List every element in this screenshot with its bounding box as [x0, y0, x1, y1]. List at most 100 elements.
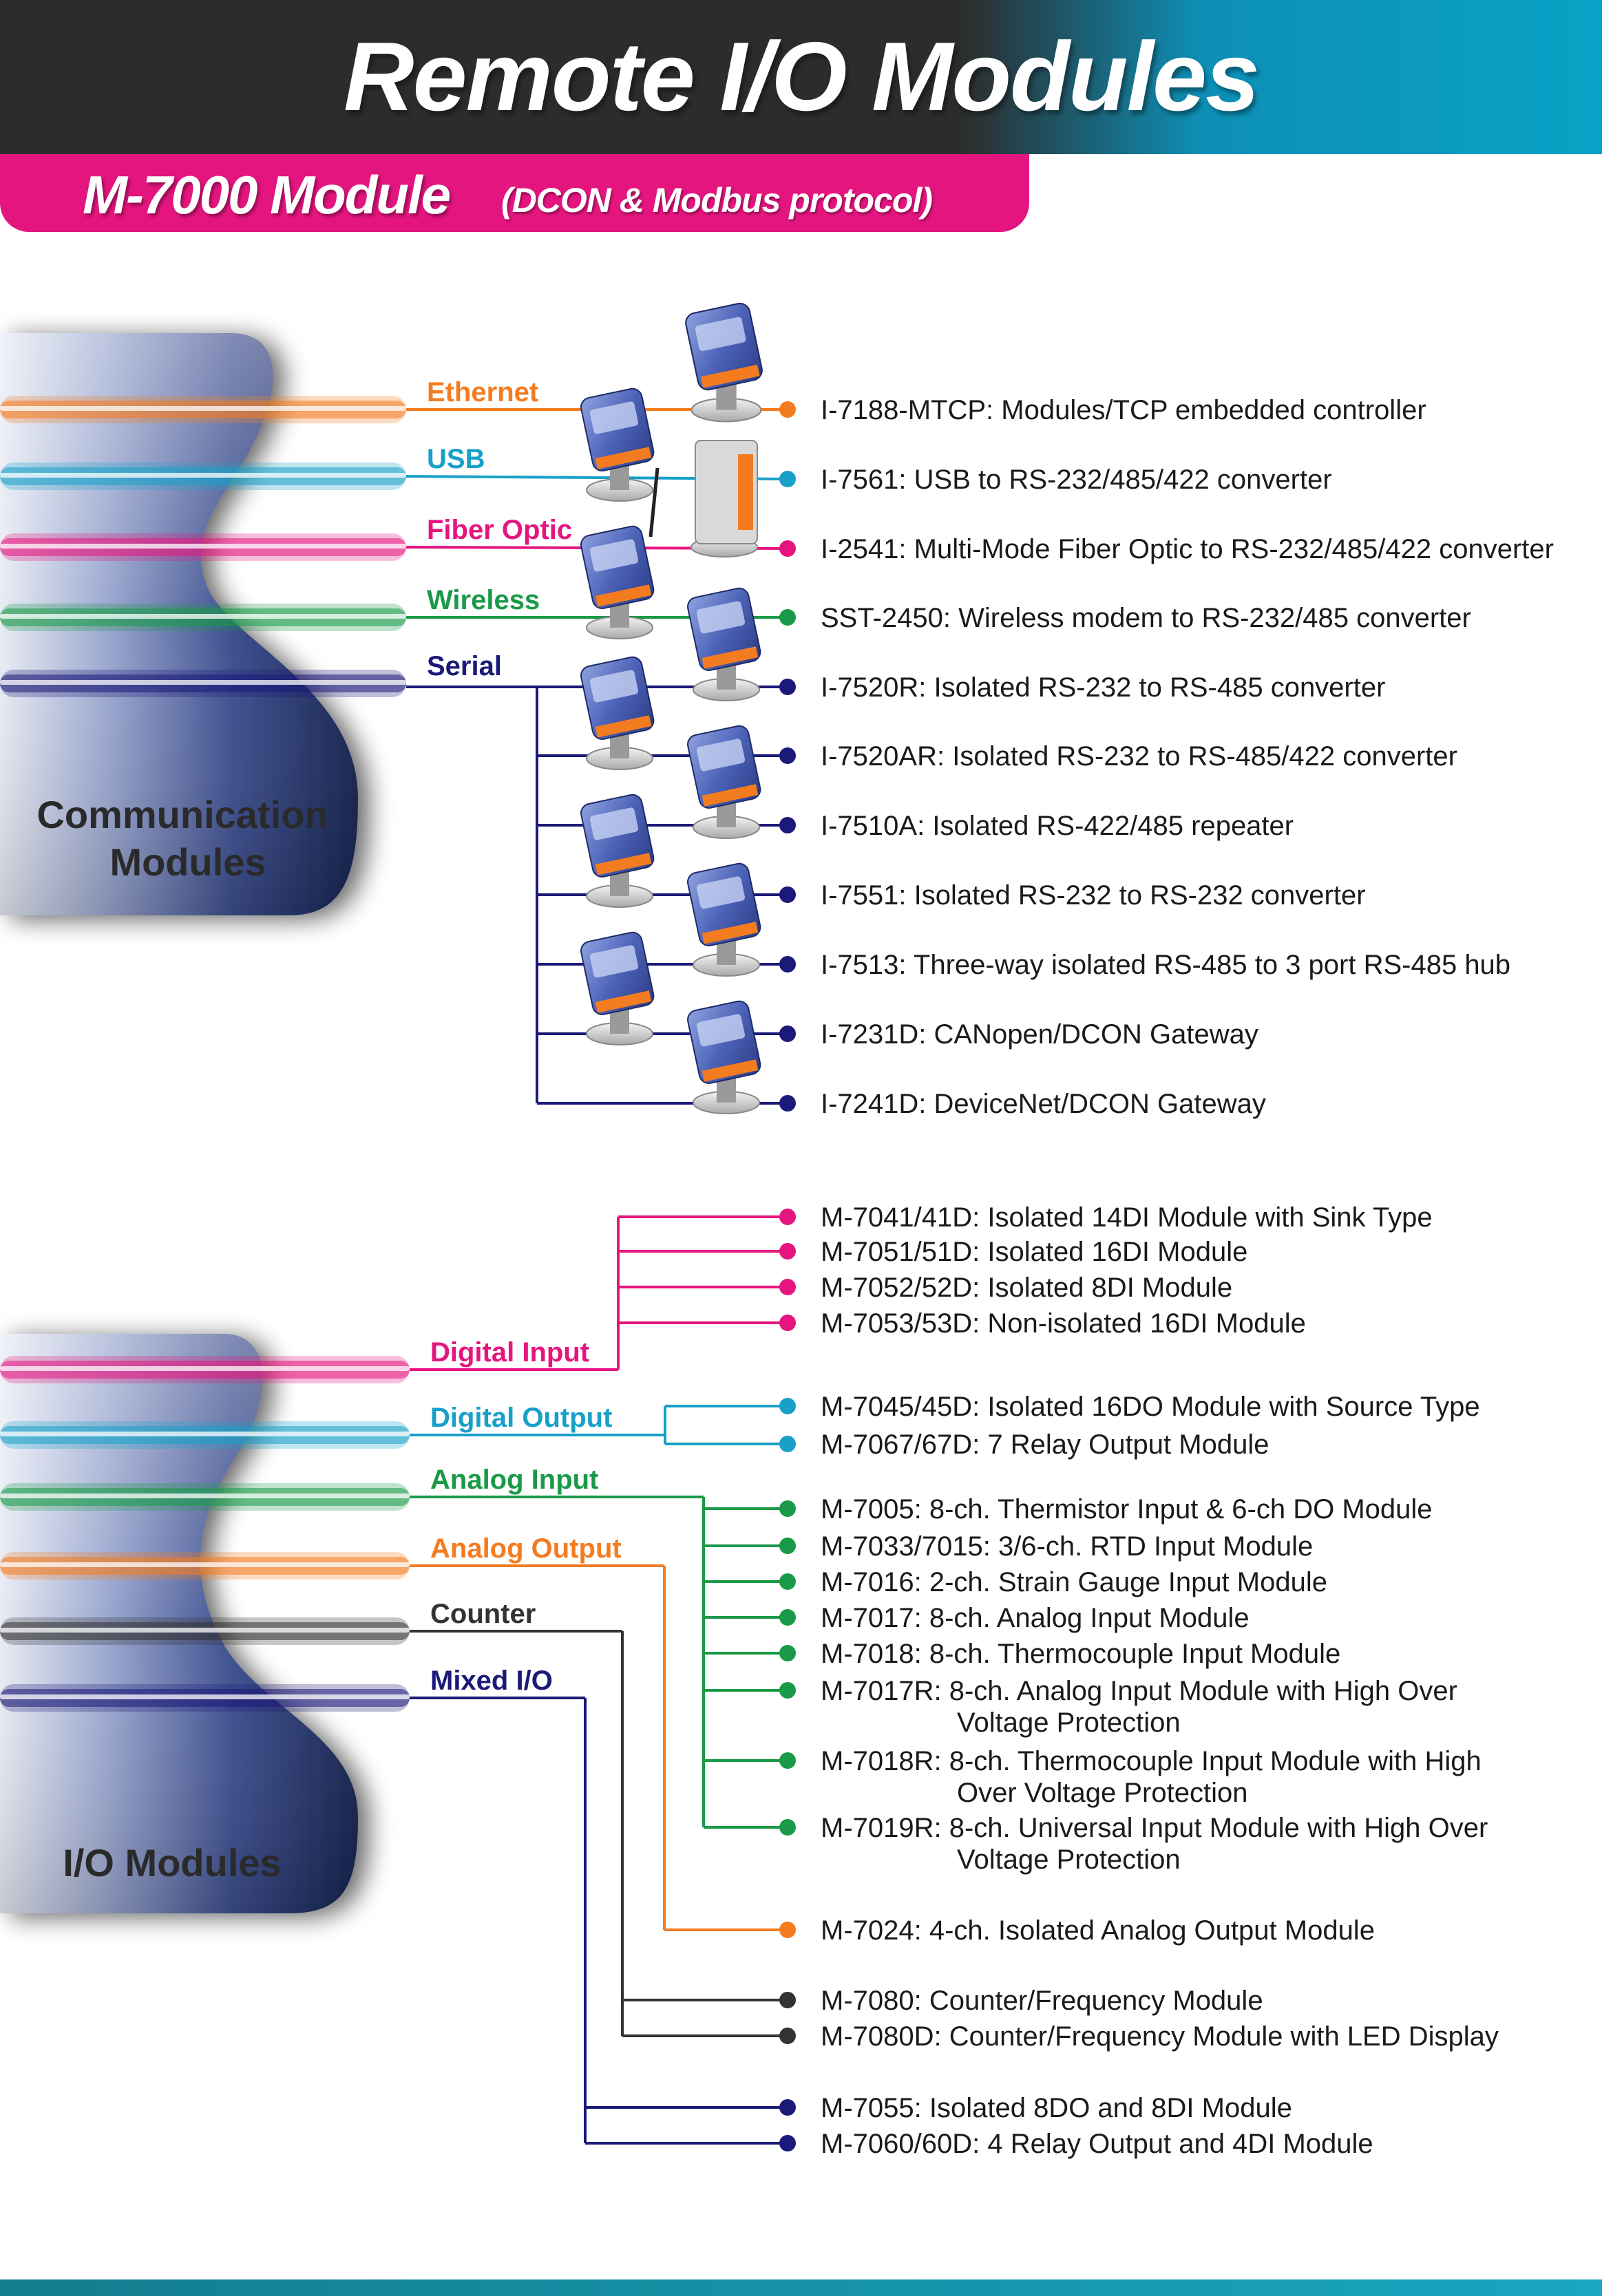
- comm-item-bullet: [779, 679, 796, 695]
- header-banner: [0, 0, 1602, 154]
- comm-item-bullet: [779, 1025, 796, 1042]
- io-item-bullet: [779, 2135, 796, 2151]
- pipe-counter: [0, 1617, 410, 1645]
- device-i-7551: [687, 862, 761, 977]
- antenna-icon: [649, 467, 660, 538]
- io-item-5: M-7067/67D: 7 Relay Output Module: [821, 1429, 1269, 1460]
- subtitle-protocol: (DCON & Modbus protocol): [501, 181, 933, 220]
- communication-item-9: I-7231D: CANopen/DCON Gateway: [821, 1019, 1258, 1050]
- communication-item-0: I-7188-MTCP: Modules/TCP embedded contro…: [821, 395, 1426, 425]
- io-item-bullet: [779, 1645, 796, 1661]
- io-item-bullet: [779, 1922, 796, 1938]
- io-item-4: M-7045/45D: Isolated 16DO Module with So…: [821, 1392, 1480, 1422]
- comm-item-bullet: [779, 540, 796, 557]
- comm-item-bullet: [779, 471, 796, 487]
- io-item-3: M-7053/53D: Non-isolated 16DI Module: [821, 1308, 1306, 1339]
- communication-item-10: I-7241D: DeviceNet/DCON Gateway: [821, 1089, 1266, 1119]
- comm-item-bullet: [779, 609, 796, 626]
- comm-item-bullet: [779, 956, 796, 972]
- footer-bar: [0, 2279, 1602, 2296]
- io-item-16: M-7080D: Counter/Frequency Module with L…: [821, 2021, 1499, 2052]
- pipe-wireless: [0, 604, 406, 631]
- communication-item-4: I-7520R: Isolated RS-232 to RS-485 conve…: [821, 672, 1385, 703]
- io-item-13-line2: Voltage Protection: [957, 1845, 1181, 1875]
- io-item-bullet: [779, 1538, 796, 1554]
- device-sst-2450: [687, 587, 761, 701]
- io-item-bullet: [779, 1315, 796, 1331]
- pipe-analog-input: [0, 1483, 410, 1511]
- io-item-1: M-7051/51D: Isolated 16DI Module: [821, 1237, 1247, 1267]
- device-i-7510a: [580, 794, 655, 908]
- subtitle-banner: [0, 154, 1029, 232]
- communication-item-3: SST-2450: Wireless modem to RS-232/485 c…: [821, 603, 1471, 633]
- io-item-bullet: [779, 1992, 796, 2008]
- communication-item-8: I-7513: Three-way isolated RS-485 to 3 p…: [821, 950, 1510, 980]
- comm-item-bullet: [779, 1095, 796, 1112]
- io-item-bullet: [779, 2099, 796, 2116]
- subtitle-main: M-7000 Module: [83, 164, 451, 225]
- io-item-0: M-7041/41D: Isolated 14DI Module with Si…: [821, 1202, 1433, 1233]
- io-item-7: M-7033/7015: 3/6-ch. RTD Input Module: [821, 1531, 1313, 1562]
- pipe-mixed-io: [0, 1684, 410, 1712]
- io-item-bullet: [779, 1609, 796, 1626]
- io-item-bullet: [779, 2028, 796, 2044]
- communication-label-line2: Modules: [109, 840, 266, 884]
- io-item-12-line2: Over Voltage Protection: [957, 1778, 1247, 1808]
- io-item-9: M-7017: 8-ch. Analog Input Module: [821, 1603, 1250, 1633]
- category-fiber-optic: Fiber Optic: [427, 515, 572, 545]
- comm-item-bullet: [779, 747, 796, 764]
- device-i-7231d: [687, 1000, 761, 1114]
- device-i-7513: [580, 931, 655, 1045]
- category-wireless: Wireless: [427, 585, 540, 615]
- device-images: [580, 302, 763, 1114]
- io-item-bullet: [779, 1209, 796, 1225]
- pipe-analog-output: [0, 1552, 410, 1580]
- device-i-7520r: [580, 656, 655, 770]
- category-serial: Serial: [427, 651, 502, 681]
- pipe-usb: [0, 463, 406, 490]
- communication-item-2: I-2541: Multi-Mode Fiber Optic to RS-232…: [821, 534, 1554, 564]
- io-item-14: M-7024: 4-ch. Isolated Analog Output Mod…: [821, 1915, 1375, 1946]
- io-item-18: M-7060/60D: 4 Relay Output and 4DI Modul…: [821, 2129, 1373, 2159]
- io-item-bullet: [779, 1752, 796, 1769]
- communication-item-7: I-7551: Isolated RS-232 to RS-232 conver…: [821, 880, 1366, 911]
- comm-item-bullet: [779, 401, 796, 418]
- device-wireless-module: [580, 525, 655, 639]
- io-item-11: M-7017R: 8-ch. Analog Input Module with …: [821, 1676, 1457, 1706]
- communication-label: Communication: [36, 793, 328, 836]
- io-item-bullet: [779, 1279, 796, 1295]
- device-i-7561: [691, 440, 758, 557]
- comm-item-bullet: [779, 817, 796, 833]
- io-item-17: M-7055: Isolated 8DO and 8DI Module: [821, 2093, 1292, 2123]
- io-modules-label: I/O Modules: [63, 1841, 281, 1884]
- io-item-15: M-7080: Counter/Frequency Module: [821, 1986, 1263, 2016]
- io-item-8: M-7016: 2-ch. Strain Gauge Input Module: [821, 1567, 1327, 1597]
- category-ethernet: Ethernet: [427, 377, 538, 407]
- io-item-10: M-7018: 8-ch. Thermocouple Input Module: [821, 1639, 1340, 1669]
- pipe-digital-output: [0, 1421, 410, 1449]
- device-i-7520ar: [687, 725, 761, 839]
- io-item-bullet: [779, 1243, 796, 1259]
- comm-item-bullet: [779, 886, 796, 903]
- io-item-bullet: [779, 1682, 796, 1699]
- io-item-6: M-7005: 8-ch. Thermistor Input & 6-ch DO…: [821, 1494, 1433, 1524]
- communication-item-6: I-7510A: Isolated RS-422/485 repeater: [821, 811, 1294, 841]
- pipe-fiber-optic: [0, 533, 406, 561]
- io-item-bullet: [779, 1819, 796, 1836]
- category-analog-output: Analog Output: [430, 1533, 622, 1564]
- pipe-digital-input: [0, 1356, 410, 1383]
- page-title: Remote I/O Modules: [344, 22, 1260, 131]
- device-i-7188-mtcp: [685, 302, 763, 423]
- io-item-bullet: [779, 1500, 796, 1517]
- communication-item-5: I-7520AR: Isolated RS-232 to RS-485/422 …: [821, 741, 1457, 772]
- io-item-bullet: [779, 1436, 796, 1452]
- io-item-bullet: [779, 1573, 796, 1590]
- category-digital-output: Digital Output: [430, 1403, 612, 1433]
- category-usb: USB: [427, 444, 485, 474]
- pipe-serial: [0, 670, 406, 697]
- category-mixed-io: Mixed I/O: [430, 1666, 553, 1696]
- communication-item-1: I-7561: USB to RS-232/485/422 converter: [821, 465, 1332, 495]
- category-analog-input: Analog Input: [430, 1465, 598, 1495]
- device-ethernet-module: [580, 387, 655, 502]
